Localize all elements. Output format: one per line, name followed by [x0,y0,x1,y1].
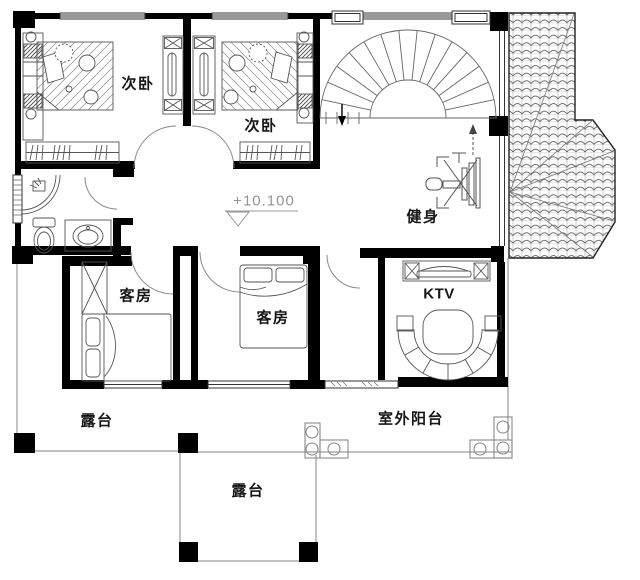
elevation-symbol [225,210,298,227]
sink-icon [72,224,104,248]
closet-bedroom-1 [22,31,44,141]
columns [14,433,318,562]
door-swings [84,125,361,295]
guest-room-1-furniture [81,261,172,382]
bookshelf-bedroom-2 [239,141,311,164]
bookshelf-bedroom-1 [25,141,120,164]
room-label-guest-room-2: 客房 [256,309,290,327]
stair-up-arrow [469,124,477,155]
room-label-guest-room-1: 客房 [119,287,153,305]
treadmill [425,152,481,209]
bed-bedroom-1 [36,41,114,111]
ktv-furniture [396,260,502,381]
terrace-railings [16,258,512,562]
wardrobe-units [162,35,216,115]
tile-roof [508,12,616,259]
room-label-ktv: KTV [423,285,455,303]
vanity [64,219,112,252]
sectional-sofa [397,329,499,381]
closet-bedroom-2 [296,31,314,124]
room-label-bedroom-2: 次卧 [244,117,278,135]
room-label-terrace-1: 露台 [80,412,114,430]
toilet-icon [32,217,56,228]
tv-icon [419,266,469,272]
tv-console [402,260,491,282]
windows [12,10,505,389]
room-label-bedroom-1: 次卧 [121,75,155,93]
bed-bedroom-2 [221,41,299,111]
stair-down-arrow [338,104,346,126]
room-label-outdoor-balcony: 室外阳台 [377,410,445,428]
guest-room-2-furniture [239,264,308,349]
bed [239,264,308,349]
planter [304,416,513,459]
coffee-table [422,309,474,355]
elevation-label: +10.100 [233,192,295,210]
bed [81,313,172,382]
spiral-staircase [319,29,497,124]
room-label-gym: 健身 [406,208,440,226]
room-label-terrace-2: 露台 [231,482,265,500]
bathroom-fixtures [20,174,112,254]
